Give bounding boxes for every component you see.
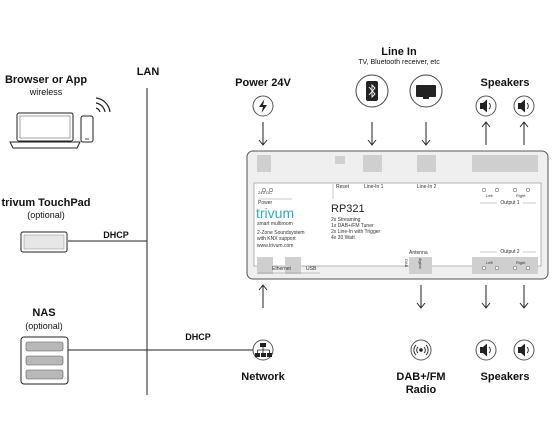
device-reset-label: Reset <box>336 184 350 190</box>
dab-label-line2: Radio <box>405 384 437 396</box>
power-arrow <box>258 122 268 146</box>
speaker-bottom-right-icon <box>513 339 535 361</box>
power-icon <box>252 95 274 117</box>
device-power-label: Power <box>258 200 273 206</box>
bluetooth-icon <box>355 74 389 108</box>
linein-title: Line In <box>381 46 417 58</box>
rp321-device <box>246 150 549 280</box>
antenna-terminal <box>409 257 432 274</box>
antenna-down-arrow <box>416 285 426 309</box>
speaker4-down-arrow <box>519 285 529 309</box>
device-feature-1: 2x Streaming <box>331 217 361 223</box>
lan-label: LAN <box>136 66 160 78</box>
device-website: www.trivum.com <box>257 243 294 249</box>
smartphone-icon <box>80 115 94 143</box>
speakers-bottom-label: Speakers <box>480 371 530 383</box>
device-tagline: smart multiroom <box>257 221 293 227</box>
output2-left-label: Left <box>486 260 493 265</box>
power-terminal <box>257 155 271 172</box>
device-linein1-label: Line-In 1 <box>364 184 384 190</box>
nas-title: NAS <box>32 307 56 319</box>
tv-arrow <box>421 122 431 146</box>
device-antenna-label: Antenna <box>409 250 428 256</box>
nas-icon <box>20 336 69 385</box>
speakers-top-label: Speakers <box>480 77 530 89</box>
laptop-icon <box>9 112 81 149</box>
usb-port <box>285 257 301 274</box>
network-icon <box>252 339 274 361</box>
tv-icon <box>409 74 443 108</box>
device-linein2-label: Line-In 2 <box>417 184 437 190</box>
device-usb-label: USB <box>306 266 317 272</box>
dhcp-network-label: DHCP <box>185 332 211 342</box>
dab-label-line1: DAB+/FM <box>396 371 446 383</box>
browser-title: Browser or App <box>4 74 88 86</box>
device-feature-3: 2x Line-In with Trigger <box>331 229 381 235</box>
speaker-top-right-icon <box>513 95 535 117</box>
bluetooth-arrow <box>367 122 377 146</box>
output1-right-label: Right <box>516 193 526 198</box>
device-power-voltage: 24V DC <box>258 190 273 195</box>
device-feature-2: 1x DAB+/FM Tuner <box>331 223 374 229</box>
output1-label: Output 1 <box>497 200 523 206</box>
ethernet-port <box>257 257 273 274</box>
speaker1-up-arrow <box>481 121 491 145</box>
speaker-bottom-left-icon <box>475 339 497 361</box>
device-desc2: with KNX support <box>257 236 296 242</box>
device-digital-label: digital <box>418 258 423 269</box>
output2-right-label: Right <box>516 260 526 265</box>
device-model: RP321 <box>331 203 365 215</box>
dhcp-touchpad-label: DHCP <box>103 230 129 240</box>
output1-left-label: Left <box>486 193 493 198</box>
reset-button <box>335 156 345 164</box>
linein2-terminal <box>417 155 436 172</box>
network-label: Network <box>241 371 285 383</box>
output2-terminal <box>472 257 538 274</box>
output1-terminal <box>472 155 538 172</box>
linein1-terminal <box>363 155 382 172</box>
speaker2-up-arrow <box>519 121 529 145</box>
wifi-waves-icon <box>95 97 111 113</box>
power-label: Power 24V <box>235 77 291 89</box>
device-ethernet-label: Ethernet <box>272 266 291 272</box>
touchpad-subtitle: (optional) <box>27 210 65 220</box>
linein-subtitle: TV, Bluetooth receiver, etc <box>358 59 440 66</box>
device-dab-label: DAB <box>404 259 409 268</box>
browser-subtitle: wireless <box>29 87 63 97</box>
output2-label: Output 2 <box>497 249 523 255</box>
network-up-arrow <box>258 284 268 308</box>
device-desc1: 2-Zone Soundsystem <box>257 230 305 236</box>
device-brand: trivum <box>256 205 295 221</box>
radio-icon <box>410 339 432 361</box>
speaker-top-left-icon <box>475 95 497 117</box>
touchpad-icon <box>20 231 68 253</box>
nas-subtitle: (optional) <box>25 321 63 331</box>
device-feature-4: 4x 30 Watt <box>331 235 355 241</box>
touchpad-title: trivum TouchPad <box>1 197 91 209</box>
speaker3-down-arrow <box>481 285 491 309</box>
